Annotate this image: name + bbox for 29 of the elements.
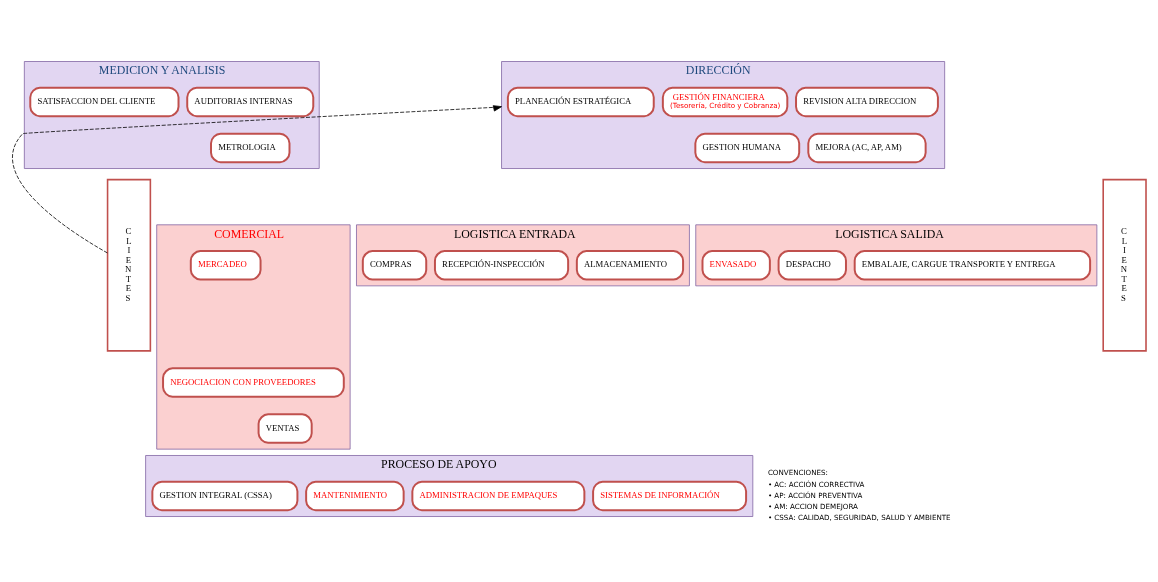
node-box: DESPACHO — [777, 250, 847, 281]
node-box: MEJORA (AC, AP, AM) — [807, 132, 927, 164]
arrow — [12, 105, 502, 254]
node-box: EMBALAJE, CARGUE TRANSPORTE Y ENTREGA — [853, 250, 1092, 281]
node-box: ENVASADO — [701, 250, 771, 281]
node-box: COMPRAS — [361, 250, 428, 281]
node-box: RECEPCIÓN-INSPECCIÓN — [433, 250, 570, 281]
node-box: VENTAS — [257, 413, 313, 444]
node-box: MANTENIMIENTO — [305, 480, 405, 512]
label: • CSSA: CALIDAD, SEGURIDAD, SALUD Y AMBIENTE — [767, 512, 951, 522]
label: • AP: ACCIÓN PREVENTIVA — [767, 490, 863, 500]
node-box: PLANEACIÓN ESTRATÉGICA — [506, 86, 655, 118]
node-box: CLIENTES — [1102, 178, 1147, 352]
node-box: ADMINISTRACION DE EMPAQUES — [411, 480, 586, 512]
node-box: GESTION INTEGRAL (CSSA) — [151, 480, 299, 512]
node-box: ALMACENAMIENTO — [575, 250, 685, 281]
node-box: MERCADEO — [189, 250, 262, 281]
node-box: NEGOCIACION CON PROVEEDORES — [162, 367, 345, 398]
node-box: GESTIÓN FINANCIERA (Tesorería, Crédito y Cobranza) — [661, 86, 789, 118]
node-box: METROLOGIA — [210, 132, 291, 164]
node-box: AUDITORIAS INTERNAS — [186, 86, 315, 118]
node-box: REVISION ALTA DIRECCION — [795, 86, 939, 118]
label: • AC: ACCIÓN CORRECTIVA — [767, 479, 865, 489]
label: • AM: ACCION DEMEJORA — [767, 501, 858, 511]
node-box: SATISFACCION DEL CLIENTE — [29, 86, 180, 118]
node-box: GESTION HUMANA — [694, 132, 801, 164]
node-box: CLIENTES — [106, 178, 152, 352]
label: CONVENCIONES: — [767, 468, 828, 478]
node-box: SISTEMAS DE INFORMACIÓN — [592, 480, 748, 512]
